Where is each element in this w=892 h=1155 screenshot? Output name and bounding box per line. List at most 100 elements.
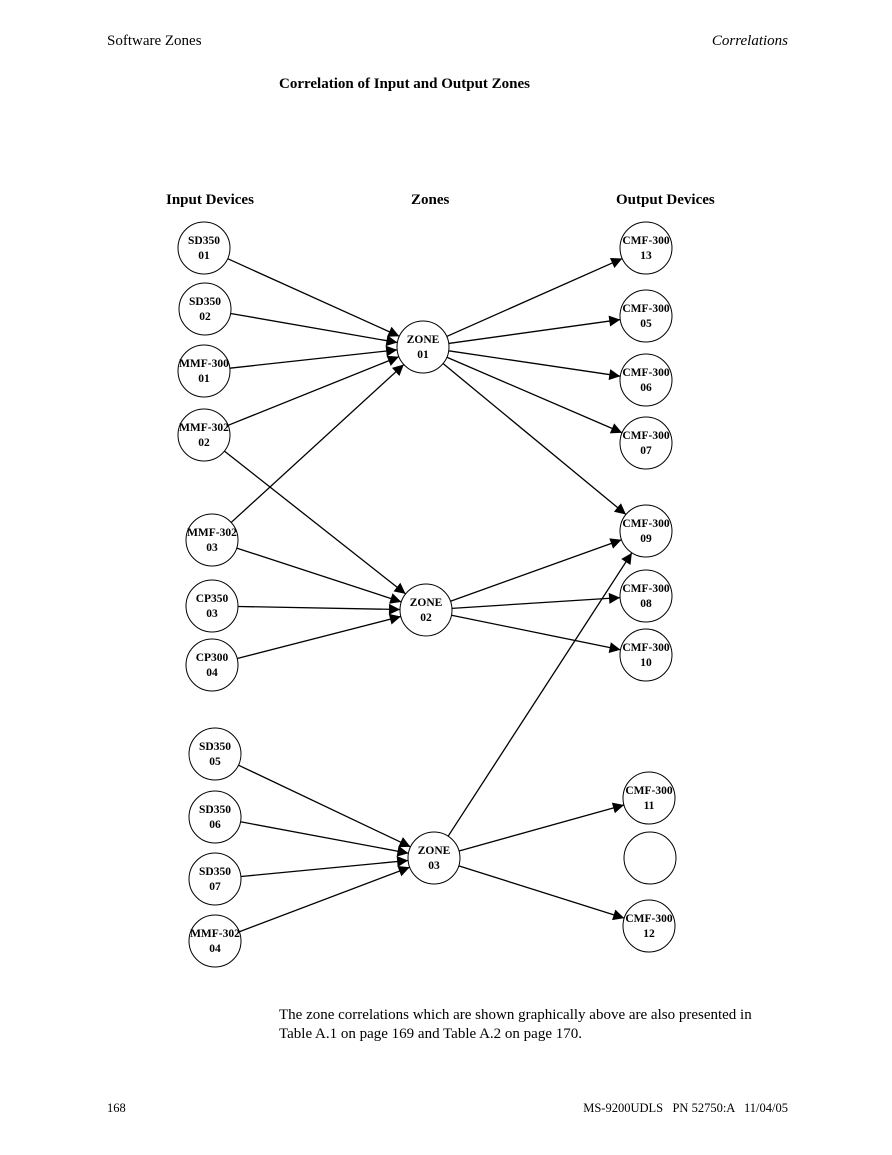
node-label-line1: SD350: [199, 866, 231, 878]
column-heading-output-devices: Output Devices: [616, 192, 715, 208]
node-label-line1: SD350: [199, 741, 231, 753]
node-label-line1: ZONE: [418, 845, 451, 857]
node-circle: [177, 221, 231, 275]
node-circle: [178, 282, 232, 336]
node-circle: [188, 852, 242, 906]
node-label-line2: 01: [198, 373, 210, 385]
node-circle: [407, 831, 461, 885]
node-label-line2: 02: [420, 612, 432, 624]
node-label-line1: ZONE: [410, 597, 443, 609]
node-label-line1: ZONE: [407, 334, 440, 346]
node-circle: [396, 320, 450, 374]
edge-in3-to-z1: [229, 345, 398, 369]
node-label-line2: 03: [428, 860, 440, 872]
node-label-line1: CMF-300: [625, 913, 673, 925]
edge-in5-to-z2: [236, 547, 402, 604]
node-out10: CMF-300 12: [622, 899, 676, 953]
node-in6: CP350 03: [185, 579, 239, 633]
node-label-line2: 07: [640, 445, 652, 457]
node-label-line1: CMF-300: [622, 430, 670, 442]
running-header-section: Software Zones: [107, 33, 202, 49]
node-label-line1: CMF-300: [622, 518, 670, 530]
edge-in4-to-z2: [224, 450, 406, 595]
edge-in7-to-z2: [237, 613, 401, 660]
node-label-line2: 12: [643, 928, 655, 940]
node-circle: [619, 628, 673, 682]
node-label-line1: CMF-300: [622, 642, 670, 654]
node-label-line1: SD350: [189, 296, 221, 308]
figure-title: Correlation of Input and Output Zones: [279, 76, 531, 92]
node-circle: [619, 221, 673, 275]
node-circle: [619, 289, 673, 343]
document-id: MS-9200UDLS PN 52750:A 11/04/05: [583, 1101, 788, 1115]
edge-z2-to-out6: [451, 592, 621, 609]
node-label-line1: CP350: [196, 593, 229, 605]
edge-z3-to-out5: [447, 552, 633, 837]
node-out9: [623, 831, 677, 885]
edge-z1-to-out5: [442, 363, 627, 515]
node-in8: SD350 05: [188, 727, 242, 781]
edge-z1-to-out1: [446, 257, 623, 338]
edge-z3-to-out10: [458, 865, 625, 921]
edge-z1-to-out2: [448, 315, 621, 345]
edge-z1-to-out3: [448, 350, 621, 381]
edge-in10-to-z3: [240, 856, 409, 878]
node-label-line2: 10: [640, 657, 652, 669]
column-heading-input-devices: Input Devices: [166, 192, 254, 208]
node-label-line1: MMF-302: [179, 422, 229, 434]
node-label-line2: 07: [209, 881, 221, 893]
node-in3: MMF-300 01: [177, 344, 231, 398]
running-header-chapter: Correlations: [711, 33, 788, 49]
edge-in4-to-z1: [227, 355, 400, 426]
body-paragraph: The zone correlations which are shown gr…: [279, 1007, 752, 1042]
node-label-line1: CMF-300: [625, 785, 673, 797]
node-label-line1: CMF-300: [622, 583, 670, 595]
edge-in9-to-z3: [240, 821, 409, 857]
nodes-layer: SD35001SD35002MMF-30001MMF-30202MMF-3020…: [177, 221, 677, 968]
node-in7: CP300 04: [185, 638, 239, 692]
node-label-line1: MMF-300: [179, 358, 229, 370]
node-label-line2: 01: [417, 349, 429, 361]
node-label-line1: CMF-300: [622, 367, 670, 379]
node-label-line2: 13: [640, 250, 652, 262]
node-in10: SD350 07: [188, 852, 242, 906]
node-label-line2: 03: [206, 542, 218, 554]
node-label-line2: 03: [206, 608, 218, 620]
node-label-line1: MMF-302: [190, 928, 240, 940]
node-out4: CMF-300 07: [619, 416, 673, 470]
node-circle: [622, 771, 676, 825]
column-heading-zones: Zones: [411, 192, 450, 208]
node-circle: [619, 416, 673, 470]
node-circle: [399, 583, 453, 637]
node-circle: [185, 513, 239, 567]
node-out7: CMF-300 10: [619, 628, 673, 682]
node-label-line2: 06: [209, 819, 221, 831]
edge-in11-to-z3: [239, 865, 410, 933]
node-label-line2: 01: [198, 250, 210, 262]
node-circle: [623, 831, 677, 885]
node-z3: ZONE 03: [407, 831, 461, 885]
node-z1: ZONE 01: [396, 320, 450, 374]
edge-in6-to-z2: [237, 603, 401, 615]
edge-z3-to-out8: [458, 802, 625, 852]
node-label-line1: CMF-300: [622, 303, 670, 315]
edge-z1-to-out4: [446, 356, 623, 434]
node-label-line2: 05: [209, 756, 221, 768]
node-label-line2: 04: [206, 667, 218, 679]
node-label-line1: CP300: [196, 652, 229, 664]
node-z2: ZONE 02: [399, 583, 453, 637]
edge-in5-to-z1: [230, 364, 405, 523]
node-circle: [622, 899, 676, 953]
